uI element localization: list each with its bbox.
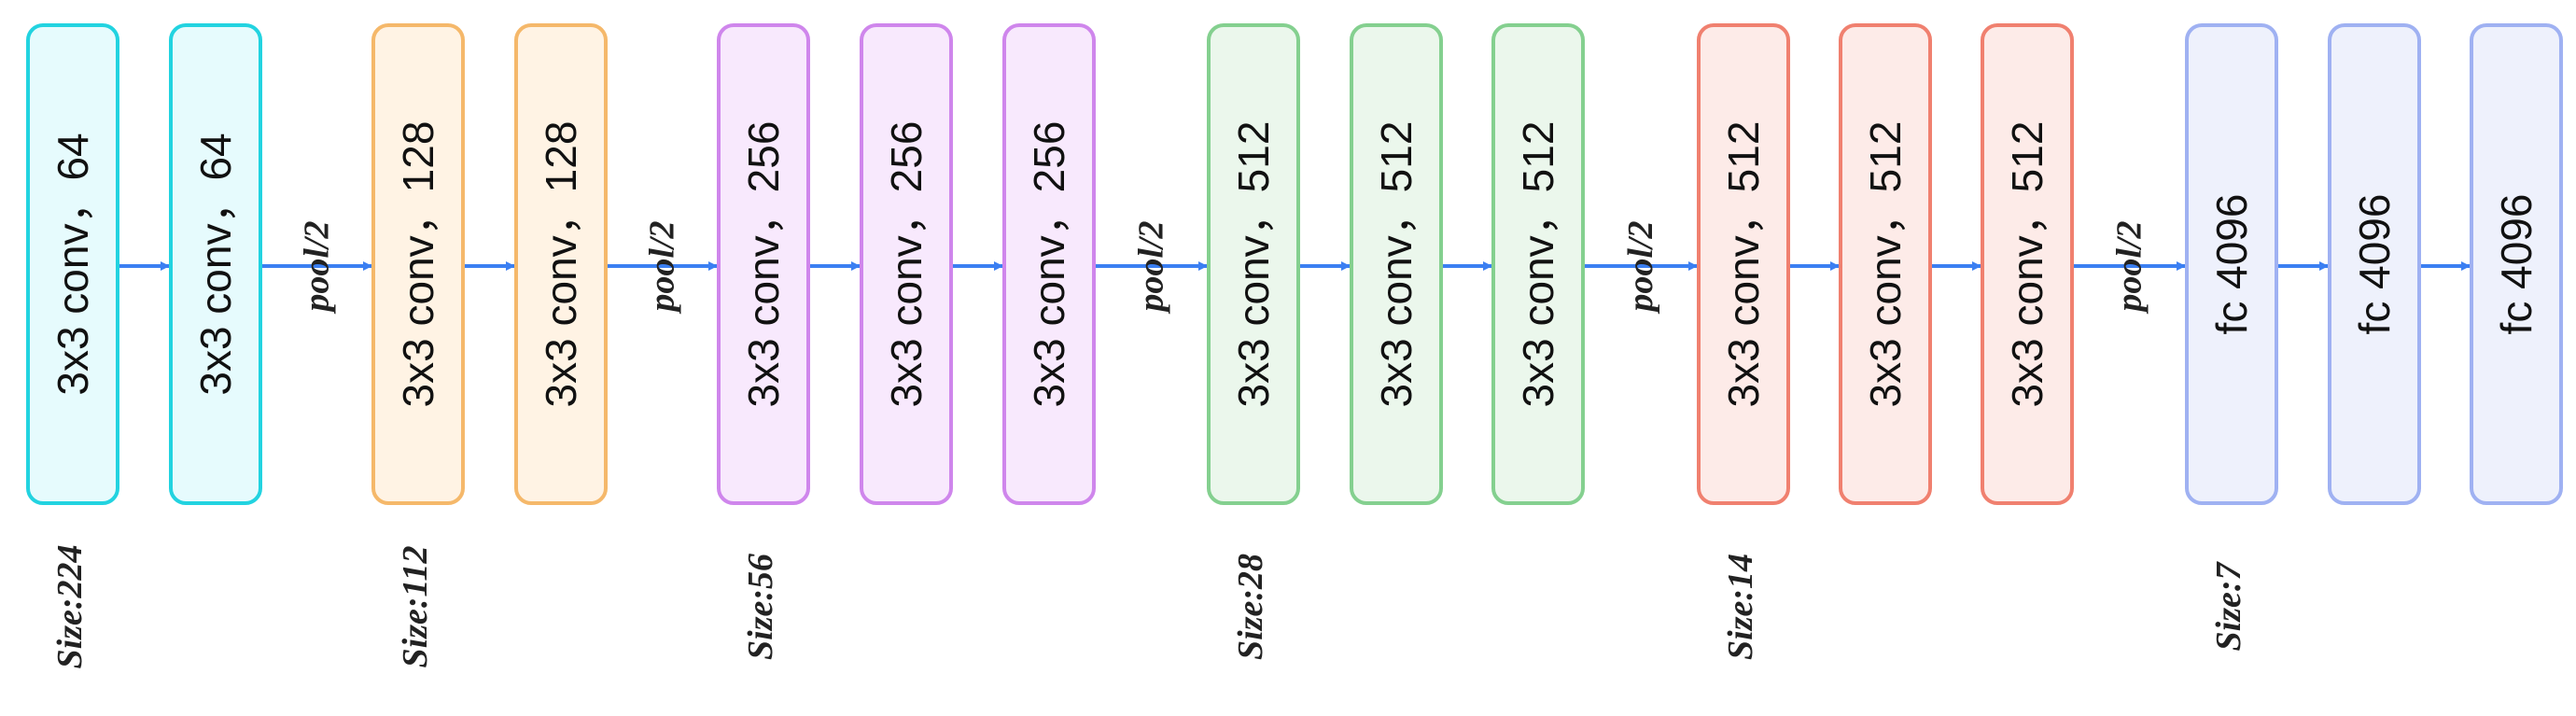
layer-label: 3x3 conv，512 bbox=[1719, 121, 1768, 408]
layer-box: 3x3 conv，512 bbox=[1981, 23, 2074, 505]
layer-box-shape bbox=[1002, 23, 1096, 505]
size-label: Size:28 bbox=[1231, 554, 1270, 660]
layer-label: 3x3 conv，512 bbox=[1229, 121, 1278, 408]
layer-label: 3x3 conv，256 bbox=[1025, 121, 1073, 408]
layer-box: 3x3 conv，64 bbox=[169, 23, 262, 505]
layer-box: fc 4096 bbox=[2185, 23, 2278, 505]
pool-label: pool/2 bbox=[298, 220, 337, 314]
size-label: Size:7 bbox=[2209, 561, 2248, 652]
layer-label: 3x3 conv，512 bbox=[1861, 121, 1910, 408]
layer-label: 3x3 conv，512 bbox=[2003, 121, 2051, 408]
layer-box-shape bbox=[2185, 23, 2278, 505]
layer-box: 3x3 conv，128 bbox=[514, 23, 608, 505]
layer-box-shape bbox=[169, 23, 262, 505]
layer-box-shape bbox=[1839, 23, 1932, 505]
layer-box-shape bbox=[1981, 23, 2074, 505]
layer-box-shape bbox=[371, 23, 465, 505]
pool-label: pool/2 bbox=[1621, 220, 1660, 314]
layer-label: 3x3 conv，512 bbox=[1372, 121, 1421, 408]
layer-label: fc 4096 bbox=[2207, 194, 2256, 335]
layer-box: 3x3 conv，64 bbox=[26, 23, 119, 505]
layer-box: fc 4096 bbox=[2328, 23, 2421, 505]
layer-label: 3x3 conv，64 bbox=[49, 133, 97, 395]
layer-box-shape bbox=[2470, 23, 2563, 505]
layer-box: 3x3 conv，256 bbox=[860, 23, 953, 505]
size-label: Size:112 bbox=[396, 546, 435, 668]
pool-label: pool/2 bbox=[1132, 220, 1171, 314]
layer-boxes: 3x3 conv，64 3x3 conv，64 3x3 conv，128 3x3 co… bbox=[26, 23, 2563, 505]
size-label: Size:14 bbox=[1721, 554, 1760, 660]
layer-label: 3x3 conv，128 bbox=[537, 121, 585, 408]
size-label: Size:56 bbox=[741, 554, 780, 660]
layer-box-shape bbox=[26, 23, 119, 505]
layer-label: 3x3 conv，64 bbox=[191, 133, 240, 395]
layer-label: 3x3 conv，256 bbox=[882, 121, 931, 408]
layer-box: 3x3 conv，512 bbox=[1697, 23, 1790, 505]
size-label: Size:224 bbox=[50, 545, 90, 669]
pool-labels: pool/2 pool/2 pool/2 pool/2 pool/2 bbox=[298, 220, 2149, 314]
layer-box-shape bbox=[514, 23, 608, 505]
layer-box-shape bbox=[1697, 23, 1790, 505]
layer-label: fc 4096 bbox=[2350, 194, 2399, 335]
layer-box-shape bbox=[860, 23, 953, 505]
layer-box: 3x3 conv，512 bbox=[1491, 23, 1585, 505]
layer-box: fc 4096 bbox=[2470, 23, 2563, 505]
size-labels: Size:224 Size:112 Size:56 Size:28 Size:14 Siz… bbox=[50, 545, 2248, 669]
layer-box-shape bbox=[717, 23, 810, 505]
pool-label: pool/2 bbox=[643, 220, 682, 314]
layer-box: 3x3 conv，128 bbox=[371, 23, 465, 505]
layer-label: fc 4096 bbox=[2492, 194, 2541, 335]
layer-box-shape bbox=[1207, 23, 1300, 505]
pool-label: pool/2 bbox=[2110, 220, 2149, 314]
layer-box: 3x3 conv，256 bbox=[717, 23, 810, 505]
layer-box-shape bbox=[2328, 23, 2421, 505]
layer-box-shape bbox=[1350, 23, 1443, 505]
layer-box: 3x3 conv，512 bbox=[1207, 23, 1300, 505]
layer-box-shape bbox=[1491, 23, 1585, 505]
layer-box: 3x3 conv，256 bbox=[1002, 23, 1096, 505]
layer-box: 3x3 conv，512 bbox=[1839, 23, 1932, 505]
layer-label: 3x3 conv，128 bbox=[394, 121, 442, 408]
layer-box: 3x3 conv，512 bbox=[1350, 23, 1443, 505]
layer-label: 3x3 conv，512 bbox=[1514, 121, 1562, 408]
layer-label: 3x3 conv，256 bbox=[739, 121, 788, 408]
